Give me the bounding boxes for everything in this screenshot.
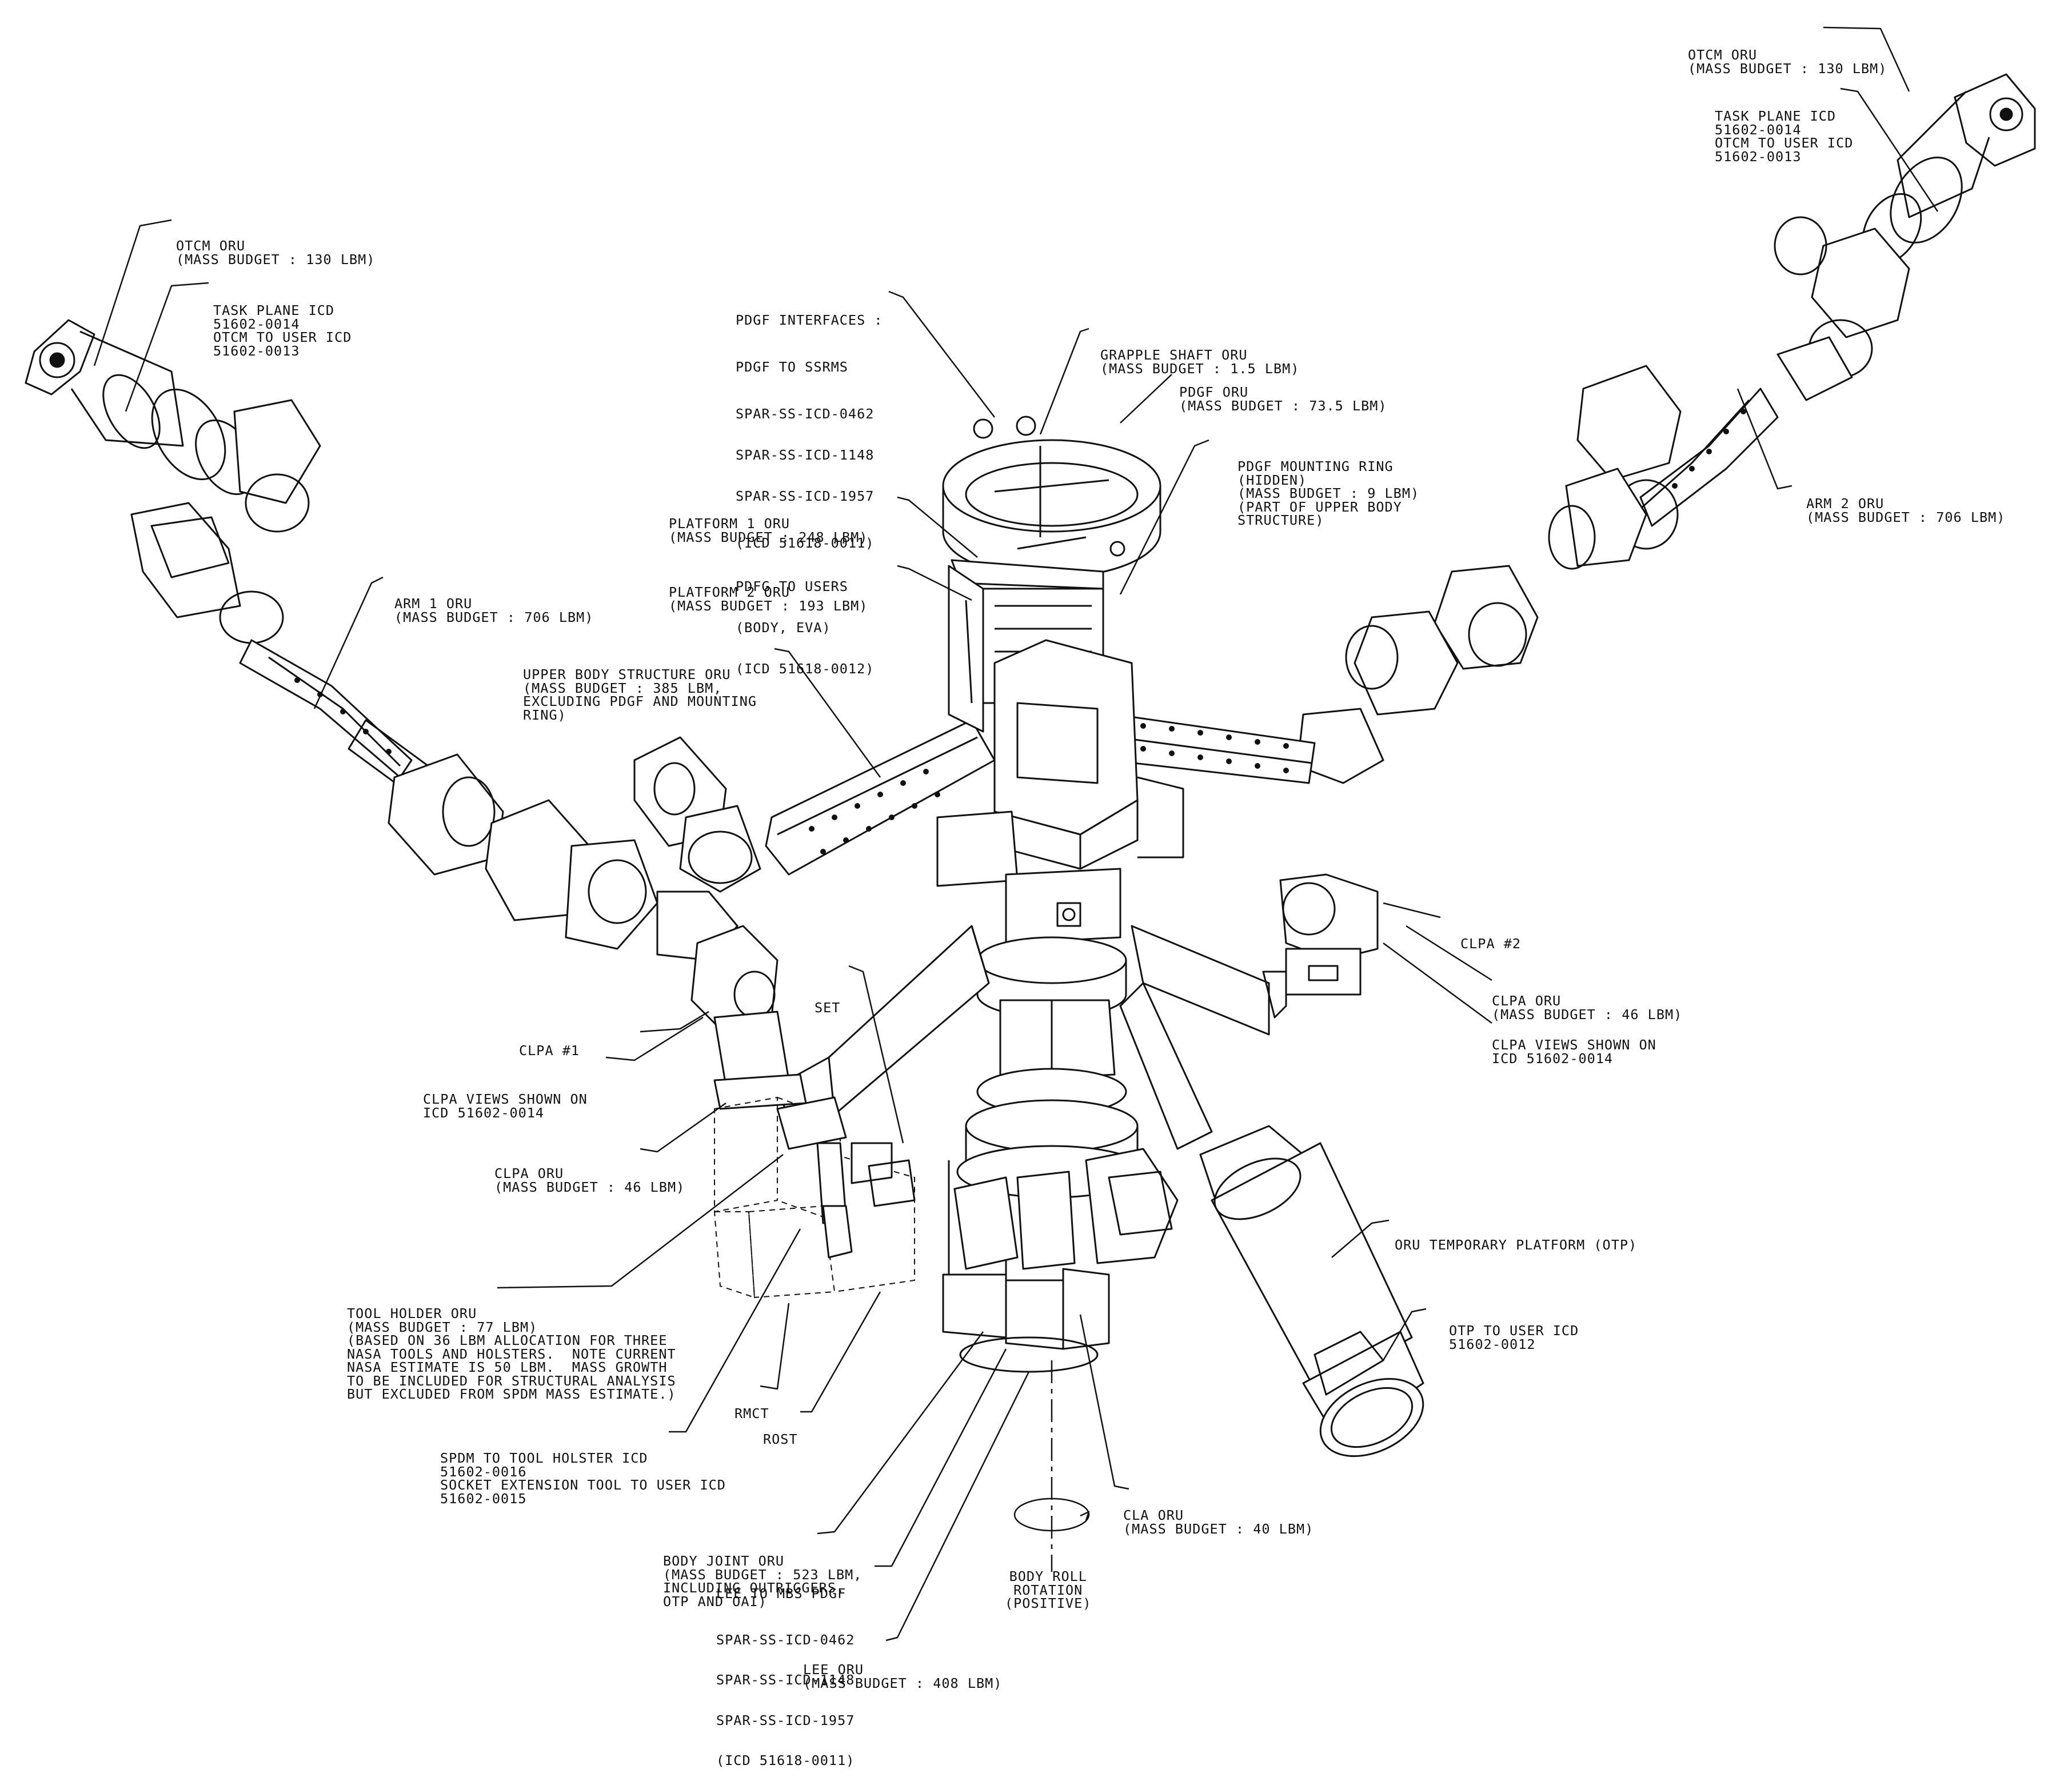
rmct-label: RMCT	[734, 1405, 769, 1421]
otcm-oru-right-label: OTCM ORU(MASS BUDGET : 130 LBM)	[1688, 47, 1887, 77]
left-elbow	[388, 736, 761, 961]
arm1-oru-label: ARM 1 ORU(MASS BUDGET : 706 LBM)	[394, 596, 594, 625]
platform2-label: PLATFORM 2 ORU(MASS BUDGET : 193 LBM)	[669, 584, 868, 614]
pdgf-interfaces-label: PDGF INTERFACES : PDGF TO SSRMS SPAR-SS-…	[736, 312, 883, 677]
clpa1-label: CLPA #1	[519, 1043, 580, 1059]
lee-oru-label: LEE ORU(MASS BUDGET : 408 LBM)	[803, 1662, 1003, 1691]
spdm-drawing	[25, 26, 2036, 1642]
arm1-assembly	[25, 319, 996, 961]
platform1-label: PLATFORM 1 ORU(MASS BUDGET : 248 LBM)	[669, 516, 868, 545]
body-joint	[942, 936, 1179, 1373]
upper-body-structure	[936, 639, 1184, 944]
arm2-assembly	[1108, 73, 2036, 784]
pdgf-oru-label: PDGF ORU(MASS BUDGET : 73.5 LBM)	[1179, 384, 1387, 414]
pdgf-mounting-ring-label: PDGF MOUNTING RING(HIDDEN)(MASS BUDGET :…	[1237, 458, 1420, 528]
grapple-shaft-label: GRAPPLE SHAFT ORU(MASS BUDGET : 1.5 LBM)	[1100, 347, 1300, 377]
oru-temporary-platform	[1199, 1125, 1424, 1457]
otcm-oru-left-label: OTCM ORU(MASS BUDGET : 130 LBM)	[176, 238, 376, 267]
upper-body	[936, 416, 1184, 944]
right-wrist	[1774, 216, 1910, 401]
clpa-oru-right-label: CLPA ORU(MASS BUDGET : 46 LBM)	[1492, 993, 1683, 1023]
cla-oru-label: CLA ORU(MASS BUDGET : 40 LBM)	[1123, 1507, 1314, 1537]
leader-lines	[93, 26, 1939, 1642]
right-shoulder-boom	[1108, 713, 1316, 784]
tool-holder-label: TOOL HOLDER ORU(MASS BUDGET : 77 LBM)(BA…	[347, 1305, 676, 1402]
clpa-oru-left-label: CLPA ORU(MASS BUDGET : 46 LBM)	[494, 1165, 685, 1195]
right-elbow	[1296, 365, 1682, 784]
set-label: SET	[815, 1000, 841, 1016]
body-joint-label: BODY JOINT ORU(MASS BUDGET : 523 LBM,INC…	[663, 1553, 863, 1610]
rost-label: ROST	[763, 1431, 798, 1447]
pdgf	[942, 416, 1161, 578]
left-wrist	[130, 399, 321, 644]
clpa-2	[1262, 873, 1379, 1019]
left-outrigger	[776, 925, 990, 1121]
right-outrigger	[1119, 925, 1270, 1150]
left-shoulder-boom	[765, 719, 996, 876]
clpa-1	[690, 925, 807, 1110]
right-arm-boom	[1639, 388, 1779, 527]
clpa2-label: CLPA #2	[1460, 936, 1522, 952]
tool-holder	[714, 1096, 916, 1298]
otp-label: ORU TEMPORARY PLATFORM (OTP)	[1395, 1237, 1638, 1253]
body-roll-indicator	[1013, 1360, 1090, 1572]
upper-body-structure-label: UPPER BODY STRUCTURE ORU(MASS BUDGET : 3…	[523, 666, 757, 723]
arm2-oru-label: ARM 2 ORU(MASS BUDGET : 706 LBM)	[1806, 496, 2006, 525]
